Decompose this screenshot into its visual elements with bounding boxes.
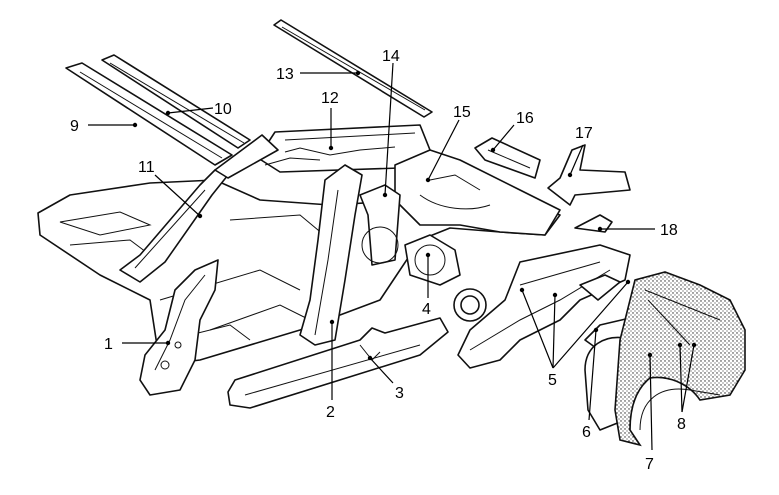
front-pillar-1 [139, 259, 219, 396]
leader-dots [132, 70, 697, 361]
callout-16: 16 [516, 110, 534, 127]
center-pillar-2 [299, 164, 363, 346]
callout-2: 2 [326, 404, 335, 421]
callout-15: 15 [453, 104, 471, 121]
callout-1: 1 [104, 336, 113, 353]
leader-lines [88, 62, 695, 451]
callout-labels: 1 2 3 4 5 6 7 8 9 10 11 12 13 14 15 16 1… [70, 48, 686, 473]
a-pillar-11 [119, 134, 279, 283]
callout-10: 10 [214, 101, 232, 118]
roof-rail-10 [101, 54, 251, 149]
callout-4: 4 [422, 301, 431, 318]
callout-13: 13 [276, 66, 294, 83]
rear-shelf-16 [474, 137, 541, 179]
callout-17: 17 [575, 125, 593, 142]
callout-18: 18 [660, 222, 678, 239]
roof-rail-13 [273, 19, 433, 118]
bracket-17 [547, 144, 631, 206]
roof-rail-9 [65, 62, 233, 166]
callout-6: 6 [582, 424, 591, 441]
callout-7: 7 [645, 456, 654, 473]
callout-11: 11 [138, 159, 155, 176]
tunnel-brace-14 [359, 184, 401, 266]
callout-12: 12 [321, 90, 339, 107]
rear-rail-5 [457, 244, 631, 369]
bracket-18 [574, 214, 613, 233]
callout-3: 3 [395, 385, 404, 402]
callout-14: 14 [382, 48, 400, 65]
callout-5: 5 [548, 372, 557, 389]
tunnel-parts-4 [404, 234, 487, 322]
rear-floor [394, 149, 561, 236]
callout-8: 8 [677, 416, 686, 433]
callout-9: 9 [70, 118, 79, 135]
